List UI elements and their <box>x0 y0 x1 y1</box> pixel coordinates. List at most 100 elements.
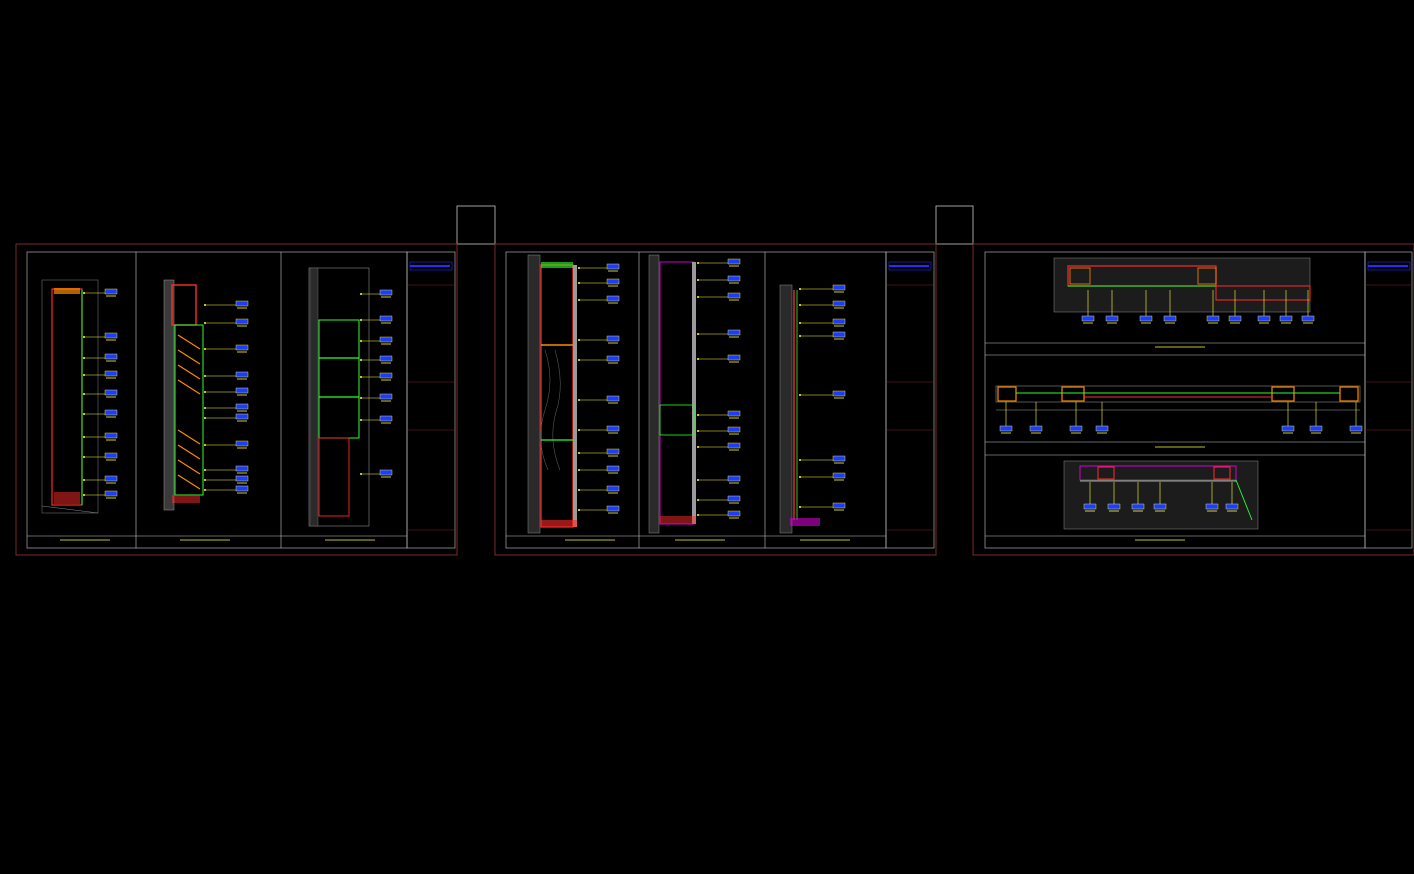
section-view-1b[interactable] <box>163 279 249 511</box>
material-tag[interactable] <box>379 315 393 324</box>
material-tag[interactable] <box>606 448 620 457</box>
plan-view-3a[interactable] <box>1053 257 1315 324</box>
material-tag[interactable] <box>727 354 741 363</box>
material-tag[interactable] <box>832 502 846 511</box>
material-tag[interactable] <box>832 472 846 481</box>
material-tag[interactable] <box>832 318 846 327</box>
material-tag[interactable] <box>104 452 118 461</box>
material-tag[interactable] <box>727 475 741 484</box>
material-tag[interactable] <box>1228 315 1242 324</box>
viewport-tab-1[interactable] <box>456 205 496 245</box>
material-tag[interactable] <box>832 284 846 293</box>
viewport-tab-2[interactable] <box>935 205 974 245</box>
section-view-2a[interactable] <box>527 254 620 534</box>
material-tag[interactable] <box>1163 315 1177 324</box>
material-tag[interactable] <box>1107 503 1121 512</box>
material-tag[interactable] <box>606 395 620 404</box>
material-tag[interactable] <box>104 353 118 362</box>
section-view-1a[interactable] <box>41 279 118 514</box>
material-tag[interactable] <box>1301 315 1315 324</box>
material-tag[interactable] <box>1139 315 1153 324</box>
material-tag[interactable] <box>1153 503 1167 512</box>
material-tag[interactable] <box>235 300 249 309</box>
material-tag[interactable] <box>235 318 249 327</box>
material-tag[interactable] <box>1205 503 1219 512</box>
material-tag[interactable] <box>606 425 620 434</box>
material-tag[interactable] <box>999 425 1013 434</box>
sheet-2-title-block[interactable] <box>885 251 935 549</box>
material-tag[interactable] <box>1131 503 1145 512</box>
material-tag[interactable] <box>832 455 846 464</box>
material-tag[interactable] <box>606 485 620 494</box>
material-tag[interactable] <box>1095 425 1109 434</box>
material-tag[interactable] <box>1206 315 1220 324</box>
material-tag[interactable] <box>1083 503 1097 512</box>
material-tag[interactable] <box>1281 425 1295 434</box>
material-tag[interactable] <box>606 465 620 474</box>
material-tag[interactable] <box>606 295 620 304</box>
material-tag[interactable] <box>727 442 741 451</box>
sheet-1-title-block[interactable] <box>406 251 456 549</box>
material-tag[interactable] <box>727 495 741 504</box>
material-tag[interactable] <box>1081 315 1095 324</box>
material-tag[interactable] <box>727 258 741 267</box>
material-tag[interactable] <box>1279 315 1293 324</box>
material-tag[interactable] <box>1105 315 1119 324</box>
material-tag[interactable] <box>1309 425 1323 434</box>
material-tag[interactable] <box>104 389 118 398</box>
material-tag[interactable] <box>606 278 620 287</box>
material-tag[interactable] <box>235 475 249 484</box>
material-tag[interactable] <box>104 432 118 441</box>
material-tag[interactable] <box>727 292 741 301</box>
material-tag[interactable] <box>727 410 741 419</box>
material-tag[interactable] <box>1225 503 1239 512</box>
material-tag[interactable] <box>104 490 118 499</box>
material-tag[interactable] <box>235 413 249 422</box>
material-tag[interactable] <box>606 505 620 514</box>
material-tag[interactable] <box>832 331 846 340</box>
material-tag[interactable] <box>104 475 118 484</box>
plan-view-3b[interactable] <box>995 385 1363 434</box>
drawing-sheet-3[interactable] <box>972 243 1414 556</box>
material-tag[interactable] <box>832 300 846 309</box>
material-tag[interactable] <box>379 336 393 345</box>
sheet-1-outer-border <box>15 243 458 556</box>
material-tag[interactable] <box>379 289 393 298</box>
material-tag[interactable] <box>727 426 741 435</box>
material-tag[interactable] <box>1029 425 1043 434</box>
material-tag[interactable] <box>606 355 620 364</box>
material-tag[interactable] <box>379 415 393 424</box>
material-tag[interactable] <box>727 329 741 338</box>
drawing-sheet-1[interactable] <box>15 243 458 556</box>
material-tag[interactable] <box>832 390 846 399</box>
section-view-1c[interactable] <box>308 267 393 527</box>
drawing-sheet-2[interactable] <box>494 243 937 556</box>
material-tag[interactable] <box>379 355 393 364</box>
material-tag[interactable] <box>1069 425 1083 434</box>
material-tag[interactable] <box>379 469 393 478</box>
plan-view-3c[interactable] <box>1063 460 1259 530</box>
material-tag[interactable] <box>104 409 118 418</box>
material-tag[interactable] <box>235 465 249 474</box>
material-tag[interactable] <box>235 403 249 412</box>
material-tag[interactable] <box>235 440 249 449</box>
material-tag[interactable] <box>727 275 741 284</box>
section-view-2c[interactable] <box>779 284 846 534</box>
material-tag[interactable] <box>104 288 118 297</box>
material-tag[interactable] <box>1257 315 1271 324</box>
material-tag[interactable] <box>235 387 249 396</box>
material-tag[interactable] <box>235 371 249 380</box>
material-tag[interactable] <box>727 510 741 519</box>
material-tag[interactable] <box>235 485 249 494</box>
material-tag[interactable] <box>1349 425 1363 434</box>
material-tag[interactable] <box>606 263 620 272</box>
material-tag[interactable] <box>379 393 393 402</box>
sheet-3-title-block[interactable] <box>1364 251 1413 549</box>
material-tag[interactable] <box>104 370 118 379</box>
material-tag[interactable] <box>235 344 249 353</box>
material-tag[interactable] <box>104 332 118 341</box>
material-tag[interactable] <box>379 372 393 381</box>
section-view-2b[interactable] <box>648 254 741 534</box>
material-tag[interactable] <box>606 335 620 344</box>
